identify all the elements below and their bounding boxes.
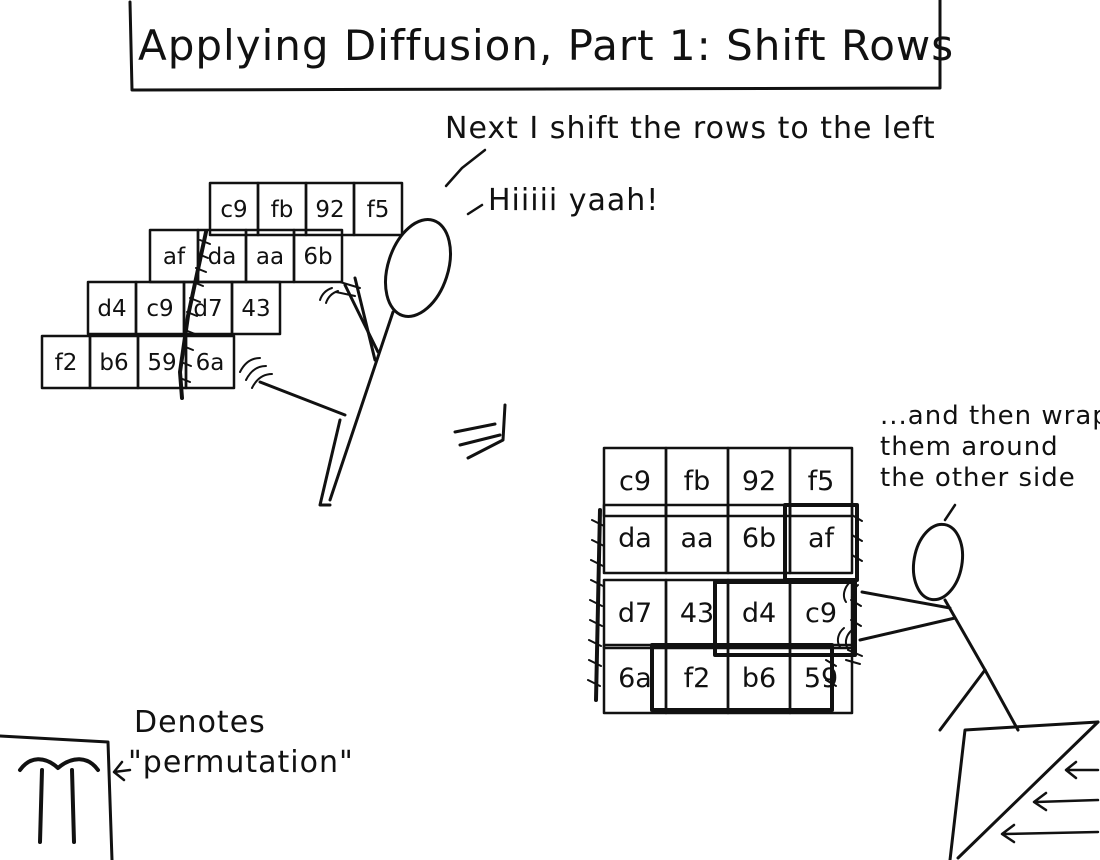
before-cell-box [352,181,404,237]
before-cell-box [292,228,344,284]
wrapped-block-outlines [587,503,863,712]
next-panel-fragment [948,720,1100,860]
stick-figure-kicking [239,218,452,507]
speech-line-1: ...and then wrap [880,401,1100,431]
after-cell-value: f2 [684,663,711,694]
after-cell-value: c9 [805,598,837,629]
before-cell-box [184,334,236,390]
before-cell-value: af [163,244,186,270]
speech-line-3: the other side [880,463,1076,493]
legend: π Denotes "permutation" [0,705,354,860]
before-cell-value: 6a [196,350,225,376]
after-cell-value: 92 [742,466,776,497]
before-cell-value: f5 [367,197,390,223]
speech-line-2: them around [880,432,1059,462]
after-cell-value: da [618,523,652,554]
after-cell-box [788,446,854,518]
before-cell-box [230,280,282,336]
before-cell-value: da [208,244,237,270]
after-cell-value: 43 [680,598,714,629]
after-cell-value: aa [680,523,713,554]
before-cell-value: b6 [99,350,128,376]
speech-tail-top [444,148,487,188]
after-cell-value: 6a [618,663,652,694]
after-cell-value: d4 [742,598,776,629]
after-cell-value: d7 [618,598,652,629]
legend-label-line-1: Denotes [134,705,266,740]
after-cell-value: b6 [742,663,776,694]
before-cell-value: 92 [315,197,344,223]
before-cell-value: 59 [147,350,176,376]
after-cell-value: fb [684,466,711,497]
shout-tail [466,203,484,216]
legend-label-line-2: "permutation" [128,745,354,780]
before-cell-value: 6b [303,244,332,270]
stick-figure-pushing [836,522,1020,732]
arrow-left-icon [112,760,132,782]
before-cell-value: fb [271,197,294,223]
after-cell-value: 6b [742,523,776,554]
before-cell-value: c9 [220,197,247,223]
before-cell-value: f2 [55,350,78,376]
speech-tail-right [943,503,957,522]
pi-symbol-icon [18,757,100,844]
before-cell-value: d4 [97,296,126,322]
page-title: Applying Diffusion, Part 1: Shift Rows [138,21,954,70]
after-cell-value: f5 [808,466,835,497]
arrow-right-icon [453,403,507,460]
before-cell-value: d7 [193,296,222,322]
cut-marks-before [178,230,211,400]
before-cell-value: aa [256,244,284,270]
speech-shift-rows: Next I shift the rows to the left [445,111,936,146]
before-cell-value: 43 [241,296,270,322]
speech-wrap-around: ...and then wrap them around the other s… [880,401,1100,493]
speech-shout: Hiiiii yaah! [488,183,659,218]
after-cell-value: af [808,523,836,554]
after-cell-value: c9 [619,466,651,497]
before-cell-value: c9 [146,296,173,322]
title-box: Applying Diffusion, Part 1: Shift Rows [128,0,954,92]
